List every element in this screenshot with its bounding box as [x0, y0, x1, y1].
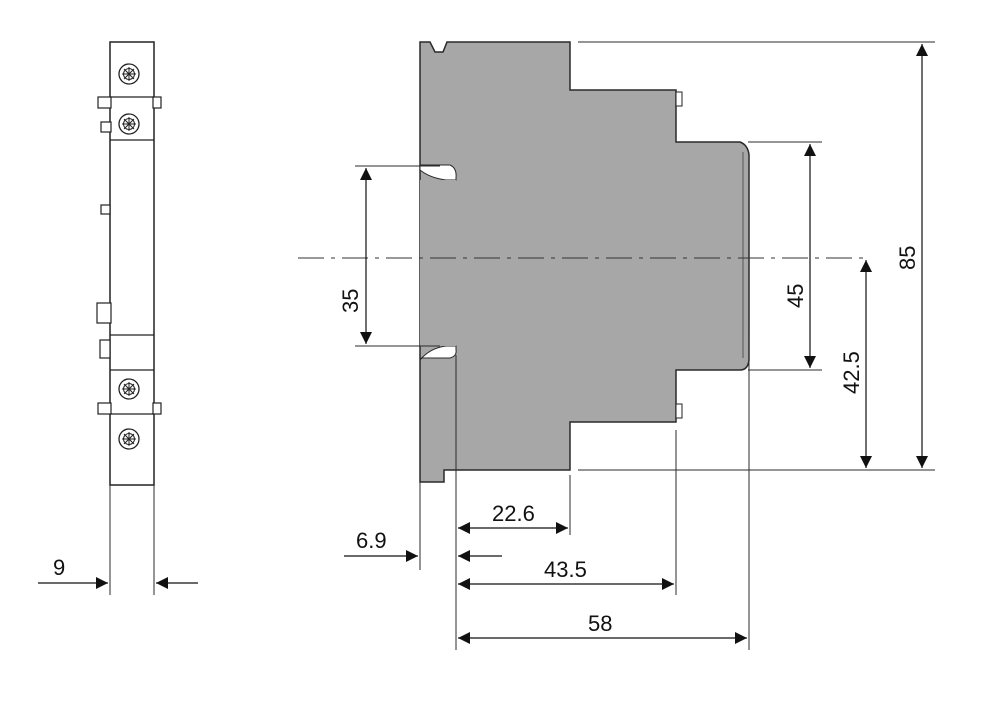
front-body — [109, 41, 155, 486]
front-tab-top-left — [97, 96, 112, 109]
front-tab-top-right — [152, 96, 162, 109]
dim-6-9-label: 6.9 — [356, 528, 387, 553]
dim-9-label: 9 — [53, 555, 65, 580]
front-tab-top-left-2 — [100, 121, 112, 133]
rail-slot — [420, 180, 456, 346]
dim-22-6-label: 22.6 — [492, 501, 535, 526]
dim-45-label: 45 — [783, 284, 808, 308]
screw-icon — [118, 428, 140, 450]
dim-43-5-label: 43.5 — [544, 557, 587, 582]
front-tab-bottom-left — [97, 402, 112, 415]
pin-bottom — [675, 403, 683, 419]
rail-notch-bottom — [419, 345, 457, 362]
front-mid-tab-1 — [100, 204, 111, 215]
dim-42-5-label: 42.5 — [839, 351, 864, 394]
dim-58-label: 58 — [588, 611, 612, 636]
side-view: 35 45 42.5 85 22.6 6.9 43.5 — [298, 41, 935, 650]
pin-top — [675, 91, 683, 107]
screw-icon — [118, 113, 140, 135]
front-mid-tab-3 — [99, 339, 111, 359]
front-tab-bottom-right — [152, 402, 162, 415]
front-mid-tab-2 — [96, 302, 112, 324]
dim-85-label: 85 — [895, 246, 920, 270]
dim-35-label: 35 — [338, 289, 363, 313]
side-body — [419, 41, 750, 483]
screw-icon — [118, 63, 140, 85]
front-view: 9 — [38, 41, 198, 595]
screw-icon — [118, 378, 140, 400]
